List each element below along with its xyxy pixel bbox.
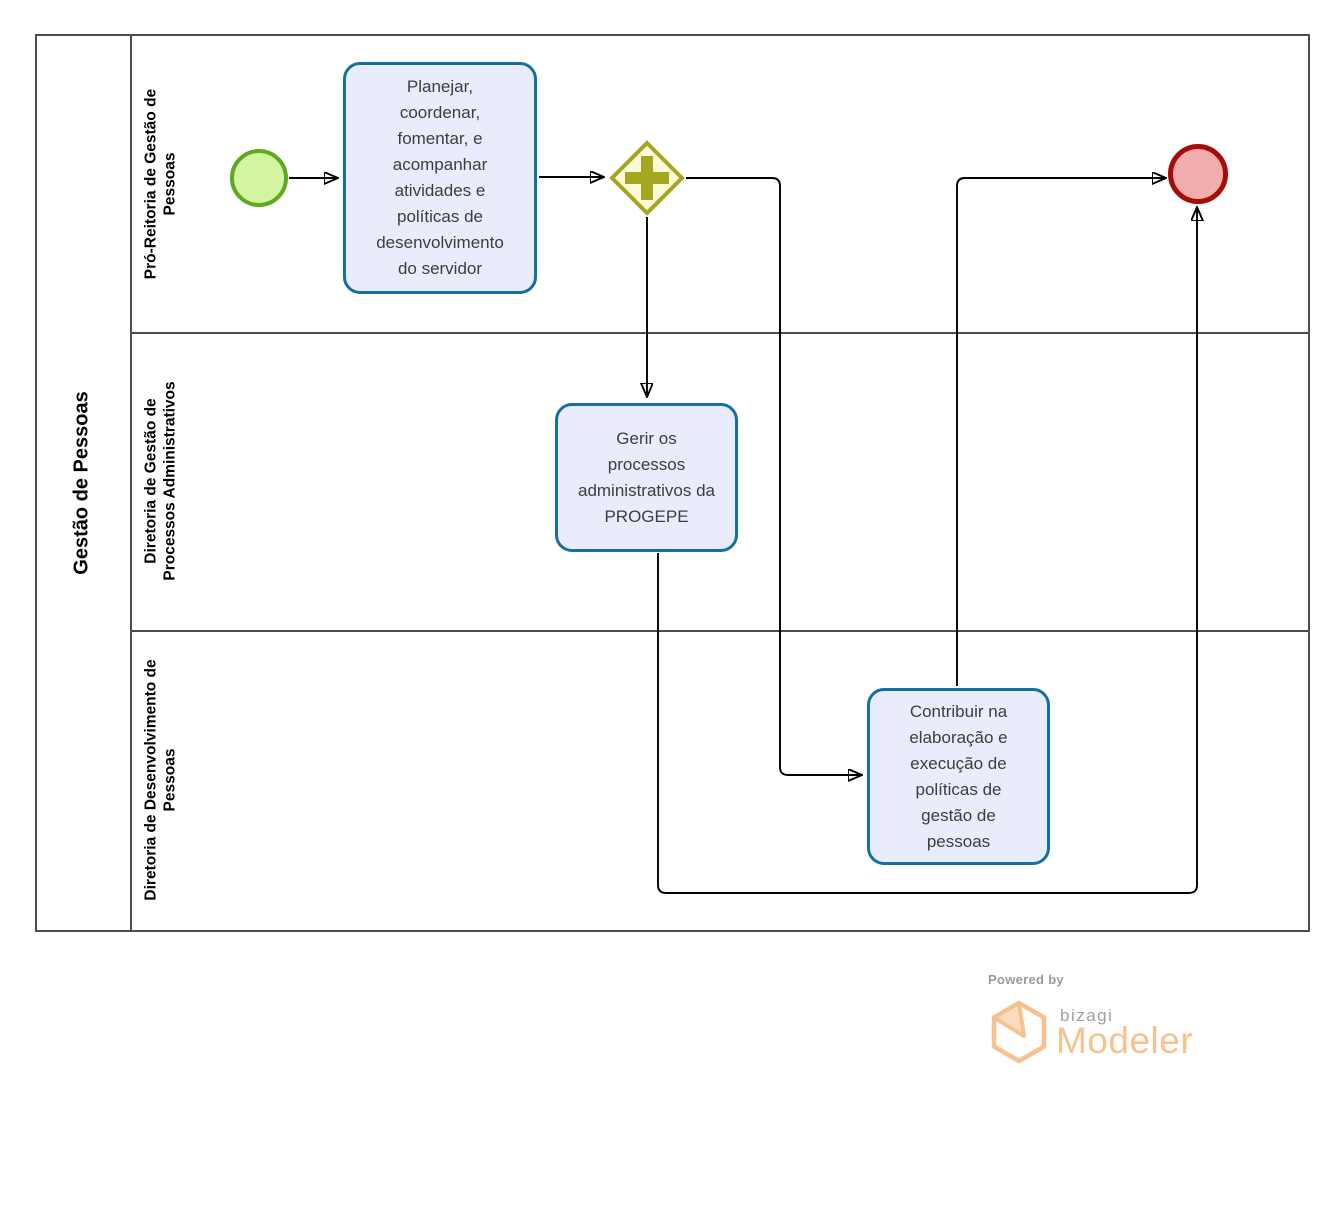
task-planejar-label: Planejar, coordenar, fomentar, e acompan… <box>376 77 504 278</box>
lane-label-gestao-processos: Diretoria de Gestão de Processos Adminis… <box>142 381 179 581</box>
start-event[interactable] <box>230 149 288 207</box>
plus-icon <box>625 156 669 200</box>
bizagi-branding: Powered by bizagi Modeler <box>988 972 1248 1077</box>
powered-by-label: Powered by <box>988 972 1064 987</box>
task-planejar[interactable]: Planejar, coordenar, fomentar, e acompan… <box>343 62 537 294</box>
lane-label-desenvolvimento: Diretoria de Desenvolvimento de Pessoas <box>142 659 179 901</box>
lane-pro-reitoria <box>132 36 1308 334</box>
end-event[interactable] <box>1168 144 1228 204</box>
pool-title-band <box>37 36 132 930</box>
task-gerir[interactable]: Gerir os processos administrativos da PR… <box>555 403 738 552</box>
lane-desenvolvimento <box>132 632 1308 930</box>
parallel-gateway[interactable] <box>609 140 685 216</box>
lane-label-pro-reitoria: Pró-Reitoria de Gestão de Pessoas <box>142 88 179 280</box>
task-contribuir-label: Contribuir na elaboração e execução de p… <box>909 701 1008 851</box>
bizagi-brand-name: bizagi <box>1060 1006 1114 1025</box>
bizagi-hexagon-icon <box>991 1000 1047 1064</box>
task-contribuir[interactable]: Contribuir na elaboração e execução de p… <box>867 688 1050 865</box>
modeler-product-name: Modeler <box>1056 1020 1194 1061</box>
task-gerir-label: Gerir os processos administrativos da PR… <box>577 428 715 526</box>
pool-title: Gestão de Pessoas <box>70 391 93 575</box>
